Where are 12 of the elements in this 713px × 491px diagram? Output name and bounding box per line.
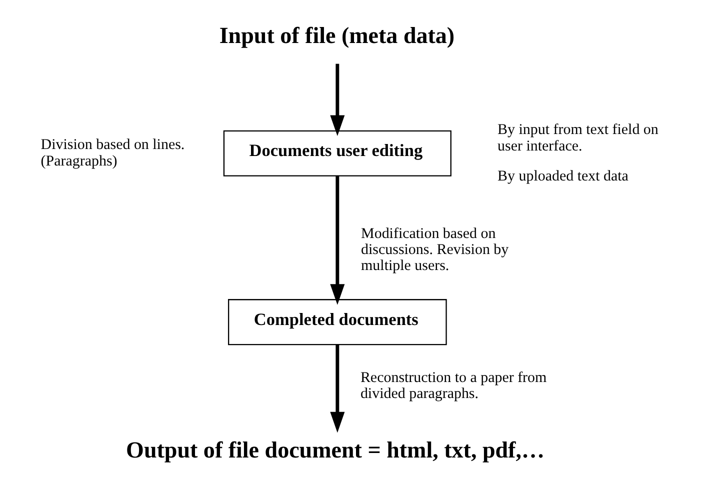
arrow	[330, 64, 344, 136]
node-text: Input of file (meta data)	[218, 22, 454, 48]
edge-label: Modification based on discussions. Revision by multiple users.	[360, 226, 508, 274]
edge-label: Reconstruction to a paper from divided paragraphs.	[360, 370, 546, 402]
node-box: Documents user editing	[222, 130, 451, 176]
node-label: By input from text field on user interface.	[497, 122, 658, 154]
node-label: By uploaded text data	[497, 168, 628, 184]
node-label: Division based on lines. (Paragraphs)	[40, 137, 184, 170]
node-box: Completed documents	[228, 299, 446, 346]
arrow	[330, 176, 344, 305]
arrow	[330, 344, 344, 433]
node-text: Output of file document = html, txt, pdf,…	[126, 436, 544, 462]
